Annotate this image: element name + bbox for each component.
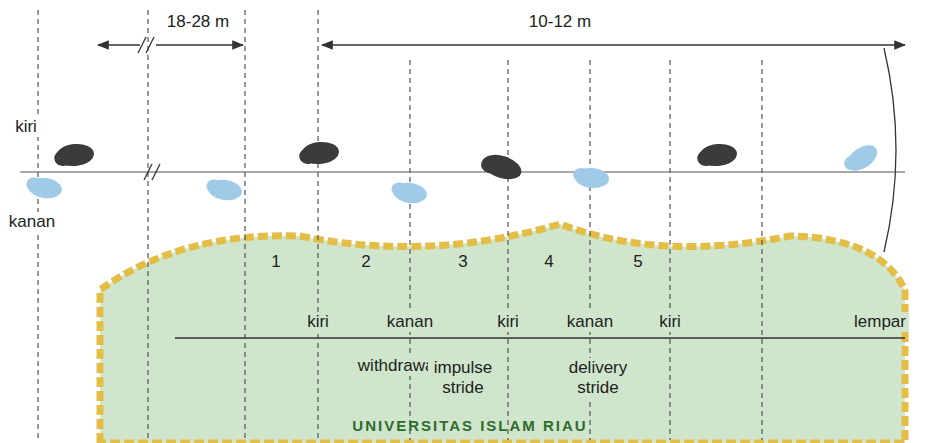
- dimension-arrow: [98, 44, 140, 46]
- bracket-arc: [884, 48, 896, 252]
- dimension-label: 10-12 m: [526, 12, 594, 32]
- callout-number: 5: [630, 252, 645, 272]
- dimension-arrow: [322, 44, 905, 46]
- callout-number: 2: [358, 252, 373, 272]
- run-line: [20, 171, 905, 172]
- step-label: kiri: [656, 312, 684, 332]
- footprint-left: [53, 140, 738, 183]
- step-label: kanan: [564, 312, 616, 332]
- callout-number: 1: [268, 252, 283, 272]
- callout-number: 3: [455, 252, 470, 272]
- step-label: kanan: [384, 312, 436, 332]
- phase-label: delivery stride: [559, 358, 637, 397]
- dimension-arrow: [156, 44, 243, 46]
- watermark: UNIVERSITAS ISLAM RIAU: [349, 417, 590, 434]
- footprint-right: [25, 140, 882, 205]
- step-label: kiri: [304, 312, 332, 332]
- phase-line: [175, 337, 905, 338]
- foot-label: kanan: [6, 212, 58, 232]
- step-guides: [38, 10, 762, 440]
- break-mark: [144, 164, 160, 180]
- step-label: kiri: [494, 312, 522, 332]
- step-label: lempar: [851, 312, 909, 332]
- callout-number: 4: [541, 252, 556, 272]
- break-mark: [138, 37, 154, 53]
- watermark-emblem: [100, 224, 905, 443]
- dimension-label: 18-28 m: [164, 12, 232, 32]
- foot-label: kiri: [12, 117, 40, 137]
- phase-label: impulse stride: [428, 358, 498, 397]
